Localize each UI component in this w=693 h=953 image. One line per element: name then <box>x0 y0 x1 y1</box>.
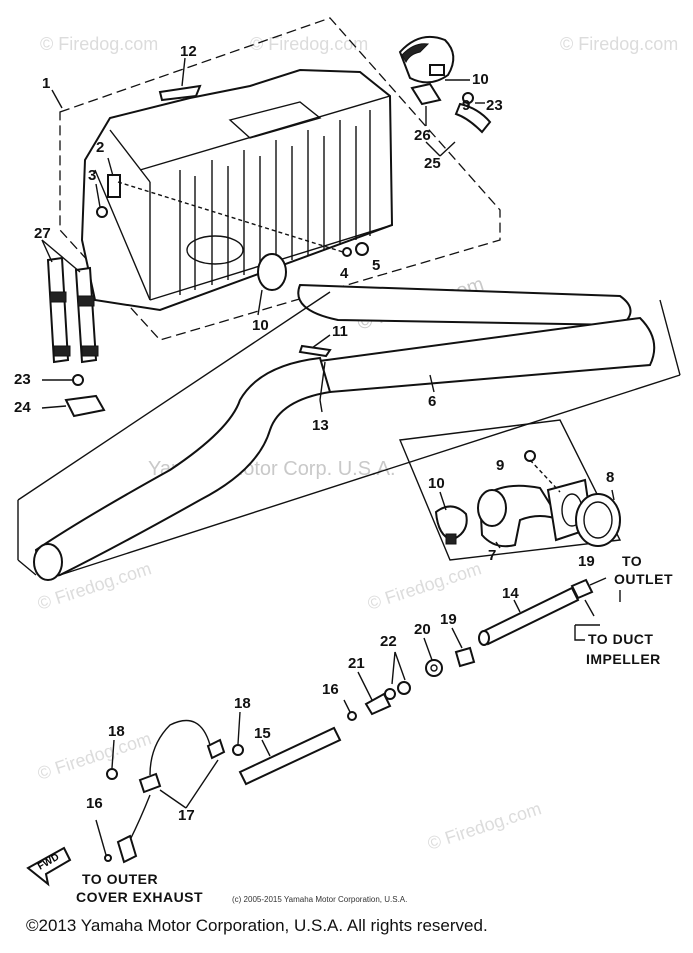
callout-10-top: 10 <box>472 71 489 88</box>
part-7-opening <box>477 489 507 527</box>
callout-14: 14 <box>502 585 519 602</box>
callout-23-top: 23 <box>486 97 503 114</box>
outlet-fitting <box>116 834 138 864</box>
note-to-outer: TO OUTER <box>82 871 158 887</box>
callout-9-mid: 9 <box>496 457 504 474</box>
callout-5: 5 <box>372 257 380 274</box>
callout-10-mid: 10 <box>252 317 269 334</box>
clamp-shade <box>401 43 430 64</box>
callout-12: 12 <box>180 43 197 60</box>
callout-7: 7 <box>488 547 496 564</box>
part-9-bolt-lower <box>524 450 536 462</box>
part-12-plate <box>158 84 202 102</box>
part-18-bolt-right <box>232 744 244 756</box>
callout-23-left: 23 <box>14 371 31 388</box>
callout-22: 22 <box>380 633 397 650</box>
watermark-text: © Firedog.com <box>40 34 158 54</box>
callout-26: 26 <box>414 127 431 144</box>
part-11-clamp <box>298 344 332 358</box>
leader-line <box>574 590 621 641</box>
callout-labels: 1 2 3 4 5 6 7 8 9 9 10 10 10 11 12 13 14… <box>14 43 614 824</box>
part-27-straps <box>41 239 99 364</box>
footer-copyright: ©2013 Yamaha Motor Corporation, U.S.A. A… <box>26 916 488 935</box>
note-impeller: IMPELLER <box>586 651 661 667</box>
callout-19-left: 19 <box>440 611 457 628</box>
part-10-clamp-mid <box>257 253 287 291</box>
part-20-washer <box>425 659 443 677</box>
part-17-hose-loop <box>149 719 211 776</box>
note-cover-exhaust: COVER EXHAUST <box>76 889 203 905</box>
callout-13: 13 <box>312 417 329 434</box>
callout-20: 20 <box>414 621 431 638</box>
part-8-gasket <box>575 493 621 547</box>
part-23-hook <box>454 102 492 134</box>
callout-25: 25 <box>424 155 441 172</box>
callout-3: 3 <box>88 167 96 184</box>
callout-8: 8 <box>606 469 614 486</box>
note-to-duct: TO DUCT <box>588 631 653 647</box>
callout-24: 24 <box>14 399 31 416</box>
muffler-body <box>80 68 394 312</box>
callout-18-right: 18 <box>234 695 251 712</box>
callout-15: 15 <box>254 725 271 742</box>
callout-21: 21 <box>348 655 365 672</box>
watermark-text: © Firedog.com <box>365 558 484 614</box>
part-21-nipple <box>364 692 392 716</box>
fwd-arrow: FWD <box>26 846 72 887</box>
hose-clip-lower <box>138 772 162 794</box>
assembly-outline <box>59 17 501 341</box>
part-16-clamp <box>347 711 357 721</box>
callout-10-lower: 10 <box>428 475 445 492</box>
callout-19-right: 19 <box>578 553 595 570</box>
watermark-text: © Firedog.com <box>250 34 368 54</box>
part-19-clip <box>570 578 594 600</box>
part-15-hose <box>238 726 342 786</box>
callout-27: 27 <box>34 225 51 242</box>
watermark-text: © Firedog.com <box>425 798 544 854</box>
part-14-hose <box>480 586 580 646</box>
part-2-gasket <box>107 174 121 198</box>
routing-notes: TO OUTLET TO DUCT IMPELLER TO OUTER COVE… <box>76 553 673 905</box>
callout-2: 2 <box>96 139 104 156</box>
part-13-bent-hose <box>34 356 332 577</box>
watermark-text: © Firedog.com <box>560 34 678 54</box>
note-outlet: OUTLET <box>614 571 673 587</box>
leader-line <box>181 57 186 87</box>
callout-9-top: 9 <box>462 97 470 114</box>
part-19-clip-lower <box>454 646 476 668</box>
part-22-oring <box>397 681 411 695</box>
callout-11: 11 <box>332 323 348 340</box>
callout-6: 6 <box>428 393 436 410</box>
hose-clip <box>206 738 226 760</box>
part-5-nut <box>355 242 369 256</box>
watermark-text: © Firedog.com <box>35 728 154 784</box>
clamp-bolt <box>429 64 445 76</box>
callout-17: 17 <box>178 807 195 824</box>
part-23-bolt <box>72 374 84 386</box>
callout-16-upper: 16 <box>322 681 339 698</box>
part-10-clamp-lower <box>434 505 468 542</box>
callout-4: 4 <box>340 265 349 282</box>
part-24-bracket <box>64 394 106 418</box>
callout-16-lower: 16 <box>86 795 103 812</box>
callout-1: 1 <box>42 75 50 92</box>
part-4-washer <box>342 247 352 257</box>
note-to: TO <box>622 553 642 569</box>
part-9-bolt <box>462 92 474 104</box>
part-26-bracket <box>410 82 442 106</box>
group-boundary <box>17 291 681 576</box>
callout-18-left: 18 <box>108 723 125 740</box>
part-6-exhaust-hose <box>297 283 632 327</box>
small-copyright: (c) 2005-2015 Yamaha Motor Corporation, … <box>232 895 408 904</box>
part-3-bolt <box>96 206 108 218</box>
part-18-bolt-left <box>106 768 118 780</box>
hose-end-opening <box>33 543 63 581</box>
